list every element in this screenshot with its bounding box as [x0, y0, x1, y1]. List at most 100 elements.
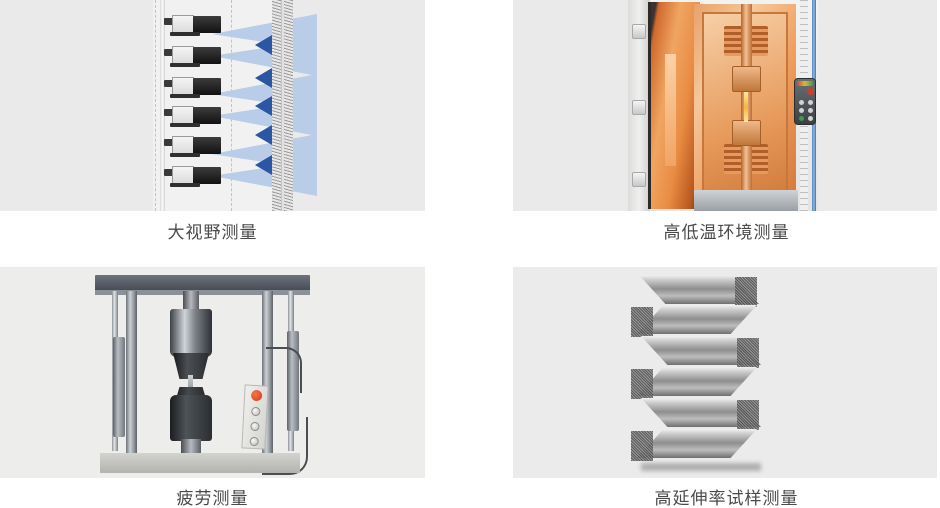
zigzag-fold-edge — [737, 338, 759, 368]
guide-line-right — [231, 0, 233, 211]
test-frame-base-plate — [100, 453, 300, 473]
camera-body — [172, 77, 194, 95]
camera-lens — [193, 167, 221, 184]
card-image-fatigue-measurement — [0, 267, 425, 478]
fatigue-test-frame-photo — [0, 267, 425, 478]
control-knob — [250, 421, 260, 432]
camera-icon-3 — [164, 77, 222, 98]
camera-lens — [193, 78, 221, 95]
pendant-button — [808, 100, 813, 105]
camera-lens — [193, 16, 221, 33]
pendant-button — [808, 116, 813, 121]
specimen-shadow — [641, 463, 761, 471]
chamber-hinge-mid — [632, 100, 646, 115]
camera-mount — [164, 49, 173, 56]
chamber-grip-upper — [732, 66, 761, 92]
chamber-hinge-top — [632, 24, 646, 39]
pendant-emergency-stop-icon — [807, 88, 814, 95]
camera-mount — [164, 139, 173, 146]
zigzag-fold-edge — [631, 307, 653, 337]
camera-lens — [193, 137, 221, 154]
wide-field-illustration — [0, 0, 425, 211]
pendant-button — [799, 108, 804, 113]
card-high-elongation-specimen-measurement[interactable]: 高延伸率试样测量 — [470, 254, 940, 508]
camera-foot — [170, 63, 200, 67]
chamber-hinge-bottom — [632, 172, 646, 187]
camera-body — [172, 15, 194, 33]
card-fatigue-measurement[interactable]: 疲劳测量 — [0, 254, 470, 508]
camera-rail — [160, 0, 165, 211]
card-image-high-low-temperature-measurement — [513, 0, 937, 211]
card-caption-fatigue-measurement: 疲劳测量 — [176, 489, 249, 508]
camera-body — [172, 46, 194, 64]
test-frame-column-right — [262, 291, 273, 455]
camera-mount — [164, 169, 173, 176]
camera-mount — [164, 80, 173, 87]
pendant-button — [799, 100, 804, 105]
card-wide-field-measurement[interactable]: 大视野测量 — [0, 0, 470, 254]
guide-line-left — [155, 0, 157, 211]
zigzag-fold-edge — [631, 369, 653, 399]
camera-body — [172, 166, 194, 184]
camera-foot — [170, 94, 200, 98]
test-frame-crosshead-lip — [95, 290, 310, 295]
camera-foot — [170, 32, 200, 36]
specimen-column-front — [272, 0, 282, 211]
photo-inner — [628, 0, 818, 211]
camera-icon-5 — [164, 136, 222, 157]
card-image-wide-field-measurement — [0, 0, 425, 211]
hydraulic-grip-upper — [170, 309, 212, 357]
card-caption-high-elongation-specimen-measurement: 高延伸率试样测量 — [654, 489, 799, 508]
zigzag-segment — [637, 305, 757, 334]
zigzag-specimen — [631, 275, 781, 471]
test-frame-column-left — [126, 291, 137, 455]
pendant-start-button — [799, 116, 804, 121]
load-cell-spindle-upper — [183, 291, 199, 311]
camera-body — [172, 136, 194, 154]
grip-jaw-upper — [173, 353, 209, 379]
handheld-pendant-controller — [794, 78, 816, 125]
camera-foot — [170, 123, 200, 127]
control-knob — [251, 406, 261, 417]
camera-mount — [164, 18, 173, 25]
specimen-column-bar — [281, 0, 285, 211]
emergency-stop-icon — [250, 389, 263, 402]
temperature-chamber-photo — [513, 0, 937, 211]
specimen-column-back — [284, 0, 293, 211]
chamber-door-window — [665, 54, 676, 166]
camera-icon-6 — [164, 166, 222, 187]
zigzag-segment — [637, 367, 757, 396]
zigzag-fold-edge — [735, 277, 757, 307]
control-knob — [249, 436, 259, 447]
camera-body — [172, 106, 194, 124]
zigzag-fold-edge — [631, 431, 653, 461]
card-image-high-elongation-specimen-measurement — [513, 267, 937, 478]
hydraulic-grip-lower — [170, 395, 212, 441]
pendant-indicator-strip — [797, 81, 813, 86]
test-frame-crosshead — [95, 275, 310, 291]
camera-foot — [170, 153, 200, 157]
hydraulic-cylinder-left — [113, 337, 125, 437]
camera-foot — [170, 183, 200, 187]
chamber-test-specimen — [744, 92, 748, 122]
camera-mount — [164, 109, 173, 116]
camera-icon-2 — [164, 46, 222, 67]
load-cell-spindle-lower — [181, 439, 201, 455]
camera-lens — [193, 107, 221, 124]
camera-icon-4 — [164, 106, 222, 127]
card-caption-wide-field-measurement: 大视野测量 — [167, 223, 258, 242]
zigzag-segment — [637, 429, 757, 458]
card-high-low-temperature-measurement[interactable]: 高低温环境测量 — [470, 0, 940, 254]
hydraulic-hose-upper — [266, 347, 302, 393]
camera-lens — [193, 47, 221, 64]
chamber-grip-lower — [732, 120, 761, 146]
chamber-door — [648, 2, 700, 209]
chamber-interior — [694, 4, 796, 207]
zigzag-fold-edge — [737, 400, 759, 430]
chamber-base — [694, 190, 798, 211]
pendant-button — [808, 108, 813, 113]
hydraulic-hose-lower — [262, 417, 308, 475]
camera-icon-1 — [164, 15, 222, 36]
high-elongation-specimen-photo — [513, 267, 937, 478]
